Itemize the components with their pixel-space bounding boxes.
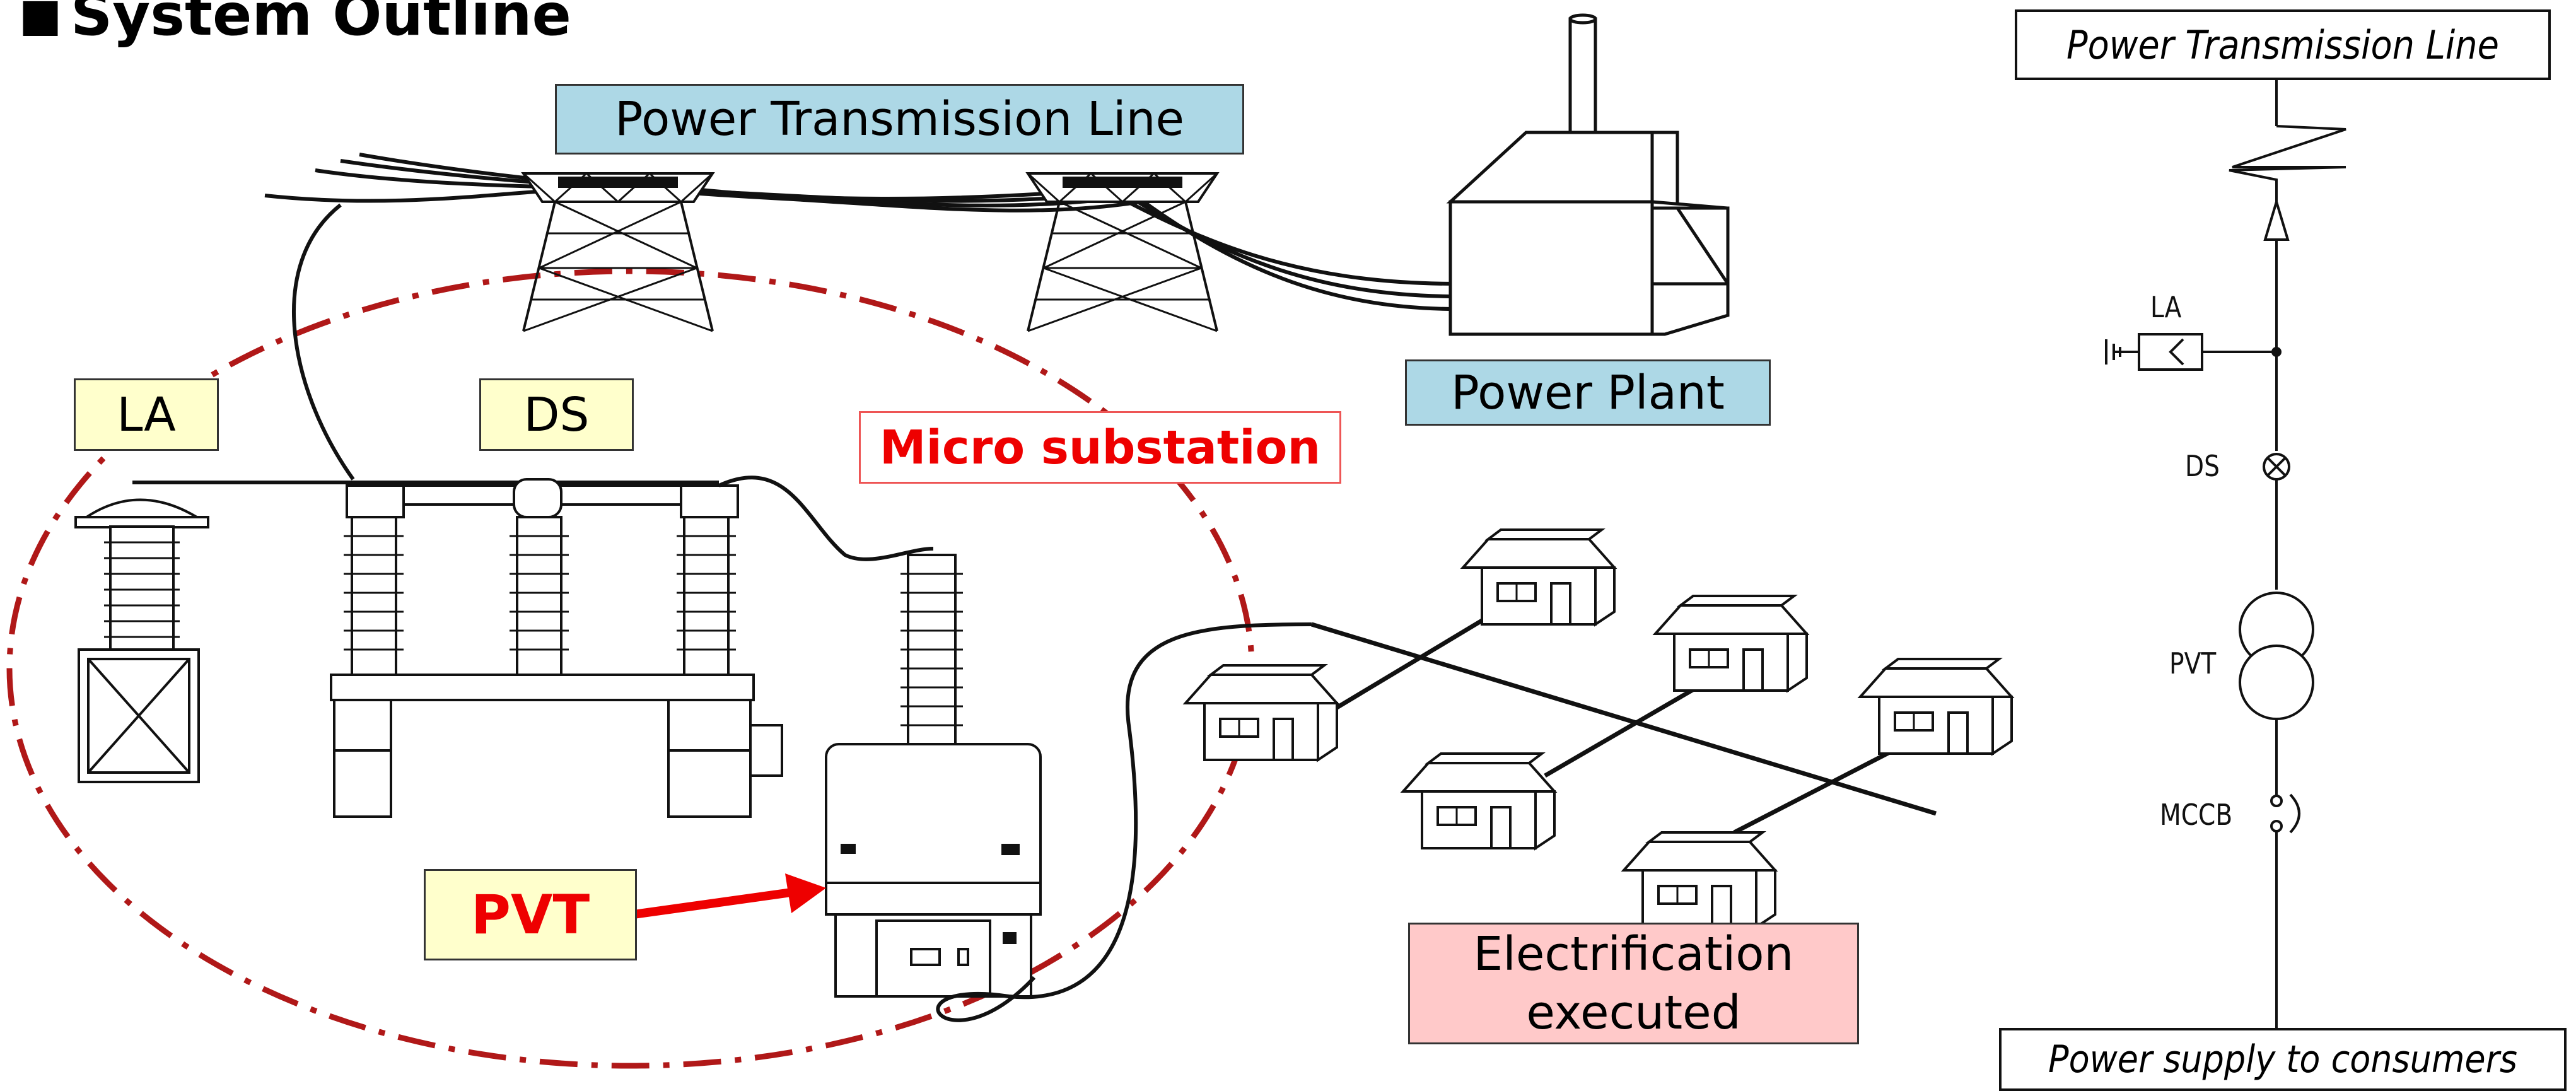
- sld-pvt-text: PVT: [2169, 646, 2217, 680]
- power-plant-drawing: [1446, 13, 1730, 336]
- house-2: [1462, 528, 1616, 626]
- house-5: [1859, 658, 2013, 755]
- pvt-drawing: [825, 554, 1042, 998]
- power-transmission-line-label: Power Transmission Line: [555, 84, 1244, 155]
- electrification-label: Electrification executed: [1408, 923, 1859, 1044]
- pvt-pointer-arrow: [633, 873, 826, 919]
- ds-label: DS: [479, 378, 634, 451]
- house-3: [1654, 595, 1808, 692]
- ds-to-pvt-cable: [718, 475, 934, 561]
- heading-text: System Outline: [71, 0, 571, 49]
- pvt-to-distribution-cable: [936, 622, 1312, 1022]
- sld-top-box: Power Transmission Line: [2015, 9, 2551, 80]
- sld-bottom-box: Power supply to consumers: [1999, 1028, 2567, 1091]
- lightning-arrester-drawing: [74, 498, 209, 783]
- page-heading: ■ System Outline: [19, 0, 571, 49]
- house-4: [1402, 752, 1556, 849]
- power-plant-label: Power Plant: [1405, 359, 1771, 426]
- disconnecting-switch-drawing: [132, 478, 783, 818]
- transmission-wires: [264, 153, 1457, 481]
- single-line-diagram: [2105, 76, 2346, 1031]
- heading-bullet: ■: [19, 0, 62, 41]
- sld-ds-text: DS: [2185, 449, 2220, 483]
- transmission-tower-2: [1027, 172, 1218, 332]
- micro-substation-label: Micro substation: [859, 411, 1341, 484]
- distribution-lines: [1310, 603, 1944, 835]
- sld-mccb-text: MCCB: [2160, 798, 2233, 832]
- house-6: [1623, 831, 1776, 928]
- house-1: [1184, 664, 1338, 761]
- sld-la-text: LA: [2150, 290, 2182, 324]
- la-label: LA: [74, 378, 219, 451]
- transmission-tower-1: [522, 172, 714, 332]
- pvt-label: PVT: [424, 869, 637, 960]
